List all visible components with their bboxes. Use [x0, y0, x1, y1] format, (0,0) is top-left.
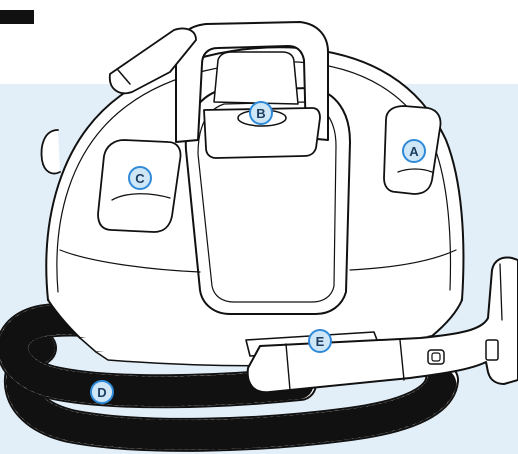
callout-e: E: [309, 330, 331, 352]
callout-a-label: A: [409, 144, 419, 159]
side-knob: [42, 130, 60, 174]
callout-b: B: [250, 102, 272, 124]
tool-release-button: [428, 350, 444, 364]
callout-c: C: [129, 167, 151, 189]
callout-d: D: [91, 381, 113, 403]
callout-a: A: [403, 140, 425, 162]
callout-d-label: D: [97, 385, 106, 400]
callout-e-label: E: [316, 334, 325, 349]
tool-trigger: [486, 340, 498, 360]
callout-c-label: C: [135, 171, 145, 186]
callout-b-label: B: [256, 106, 265, 121]
machine-body: [42, 22, 464, 366]
